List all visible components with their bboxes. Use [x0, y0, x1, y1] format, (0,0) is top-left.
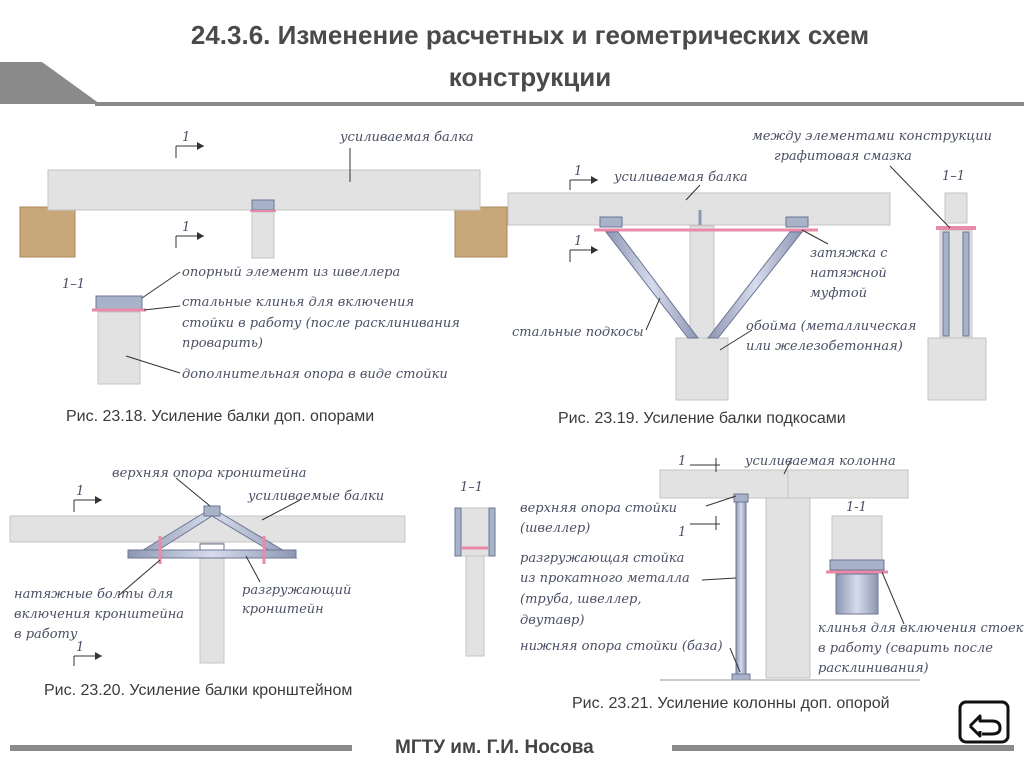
fig4-label-post-3: (труба, швеллер,: [520, 592, 642, 607]
fig1-section-mark-top: 1: [182, 130, 190, 145]
fig3-bracket-bottom: [127, 549, 297, 559]
fig4-section-mark-bottom: 1: [678, 525, 686, 540]
fig3-label-top-support: верхняя опора кронштейна: [112, 466, 307, 481]
fig4-label-base: нижняя опора стойки (база): [520, 639, 723, 654]
header-divider: [95, 102, 1024, 106]
fig1-label-beam: усиливаемая балка: [339, 130, 474, 145]
fig1-left-wall: [19, 206, 76, 258]
fig1-diagram: 1 1 1–1 усиливаемая балка опорный элемен…: [19, 130, 508, 385]
fig1-section-label: 1–1: [62, 277, 85, 292]
fig4-caption: Рис. 23.21. Усиление колонны доп. опорой: [572, 695, 890, 712]
fig2-label-grease-2: графитовая смазка: [774, 149, 912, 164]
fig1-right-wall: [454, 206, 508, 258]
fig3-column: [199, 542, 225, 664]
fig2-label-braces: стальные подкосы: [512, 325, 644, 340]
fig4-section-label: 1-1: [846, 500, 867, 515]
footer-text: МГТУ им. Г.И. Носова: [395, 737, 594, 758]
fig2-section-mark-top: 1: [574, 164, 582, 179]
fig2-section-label: 1–1: [942, 169, 965, 184]
fig1-caption: Рис. 23.18. Усиление балки доп. опорами: [66, 408, 375, 425]
footer-bar-right: [672, 745, 1014, 751]
fig1-section-post: [97, 311, 141, 385]
fig2-left-brace: [604, 231, 700, 339]
fig2-label-tie-1: затяжка с: [810, 246, 888, 261]
fig3-label-bolts-1: натяжные болты для: [14, 587, 173, 602]
fig3-beams: [9, 515, 406, 543]
fig1-label-post: дополнительная опора в виде стойки: [182, 367, 448, 382]
fig2-section-mark-bottom: 1: [574, 234, 582, 249]
fig2-caption: Рис. 23.19. Усиление балки подкосами: [558, 410, 846, 427]
fig1-section-mark-bottom: 1: [182, 220, 190, 235]
fig3-label-bolts-2: включения кронштейна: [14, 607, 184, 622]
fig4-label-wedge-3: расклинивания): [818, 661, 929, 676]
fig3-section-mark-top: 1: [76, 484, 84, 499]
fig3-label-bracket-2: кронштейн: [242, 602, 324, 617]
fig4-relief-post: [735, 501, 747, 675]
fig4-label-post-4: двутавр): [520, 613, 584, 628]
footer-bar-left: [10, 745, 352, 751]
fig2-diagram: 1 1 1–1 между элементами конструкции гра…: [507, 129, 992, 401]
fig4-section-mark-top: 1: [678, 454, 686, 469]
fig3-label-bracket-1: разгружающий: [242, 583, 351, 598]
fig1-label-wedges-3: проварить): [182, 336, 263, 351]
fig3-section-mark-bottom: 1: [76, 640, 84, 655]
fig2-label-grease-1: между элементами конструкции: [752, 129, 992, 144]
fig3-diagram: 1 1 1–1 верхняя опора кронштейна усилива…: [9, 466, 496, 666]
fig2-label-clip-2: или железобетонная): [746, 339, 903, 354]
fig4-label-top-1: верхняя опора стойки: [520, 501, 677, 516]
header-corner-decoration: [0, 62, 100, 104]
fig4-section-column: [831, 515, 883, 561]
fig4-label-wedge-1: клинья для включения стоек: [818, 621, 1024, 636]
fig4-label-wedge-2: в работу (сварить после: [818, 641, 993, 656]
fig4-column: [765, 497, 811, 679]
return-button[interactable]: [958, 700, 1010, 744]
fig2-label-beam: усиливаемая балка: [613, 170, 748, 185]
title-line-2: конструкции: [448, 62, 612, 92]
fig2-label-clip-1: обойма (металлическая: [746, 319, 916, 334]
fig3-label-beams: усиливаемые балки: [247, 489, 384, 504]
fig3-label-bolts-3: в работу: [14, 627, 78, 642]
fig1-label-wedges-1: стальные клинья для включения: [182, 295, 414, 310]
fig4-label-post-2: из прокатного металла: [520, 571, 690, 586]
fig2-right-brace: [706, 231, 804, 339]
fig4-label-post-1: разгружающая стойка: [520, 551, 684, 566]
fig4-label-column: усиливаемая колонна: [744, 454, 896, 469]
fig2-label-tie-2: натяжной: [810, 266, 887, 281]
fig1-post: [251, 211, 275, 259]
fig4-label-top-2: (швеллер): [520, 521, 590, 536]
fig2-label-tie-3: муфтой: [810, 286, 867, 301]
fig2-column-base: [675, 337, 729, 401]
fig4-diagram: 1 1 1-1 усиливаемая колонна верхняя опор…: [520, 454, 1024, 681]
fig3-caption: Рис. 23.20. Усиление балки кронштейном: [44, 682, 353, 699]
fig3-section-label: 1–1: [460, 480, 483, 495]
fig1-label-support: опорный элемент из швеллера: [182, 265, 400, 280]
fig1-label-wedges-2: стойки в работу (после расклинивания: [182, 316, 460, 331]
fig1-post-cap: [251, 199, 275, 211]
fig1-section-channel: [95, 295, 143, 311]
fig4-beam: [659, 469, 909, 499]
return-arrow-icon: [958, 700, 1010, 744]
title-line-1: 24.3.6. Изменение расчетных и геометриче…: [190, 20, 870, 50]
page-title: 24.3.6. Изменение расчетных и геометриче…: [100, 14, 960, 98]
fig2-column: [689, 225, 715, 339]
